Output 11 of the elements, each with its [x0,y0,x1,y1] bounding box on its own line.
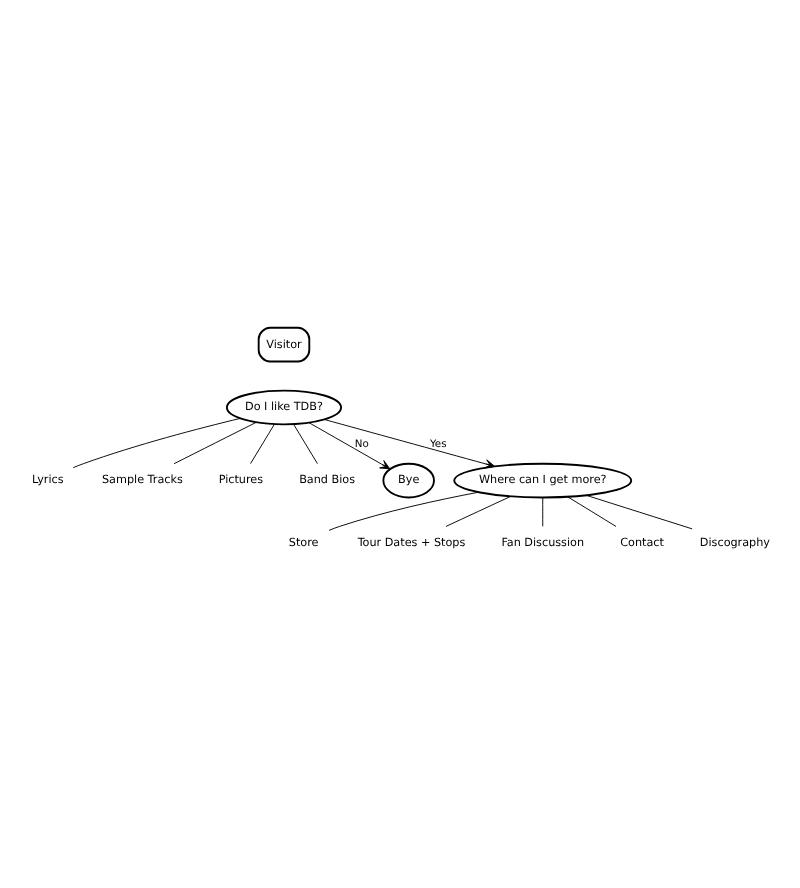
connector [445,495,512,527]
connector [72,417,241,469]
connector [585,494,693,530]
connector [293,423,318,465]
arrow [323,419,496,469]
connector [542,497,544,527]
connector [250,423,275,465]
connector [567,496,617,527]
connector [173,421,257,465]
connector [328,491,480,531]
arrow [308,422,391,470]
